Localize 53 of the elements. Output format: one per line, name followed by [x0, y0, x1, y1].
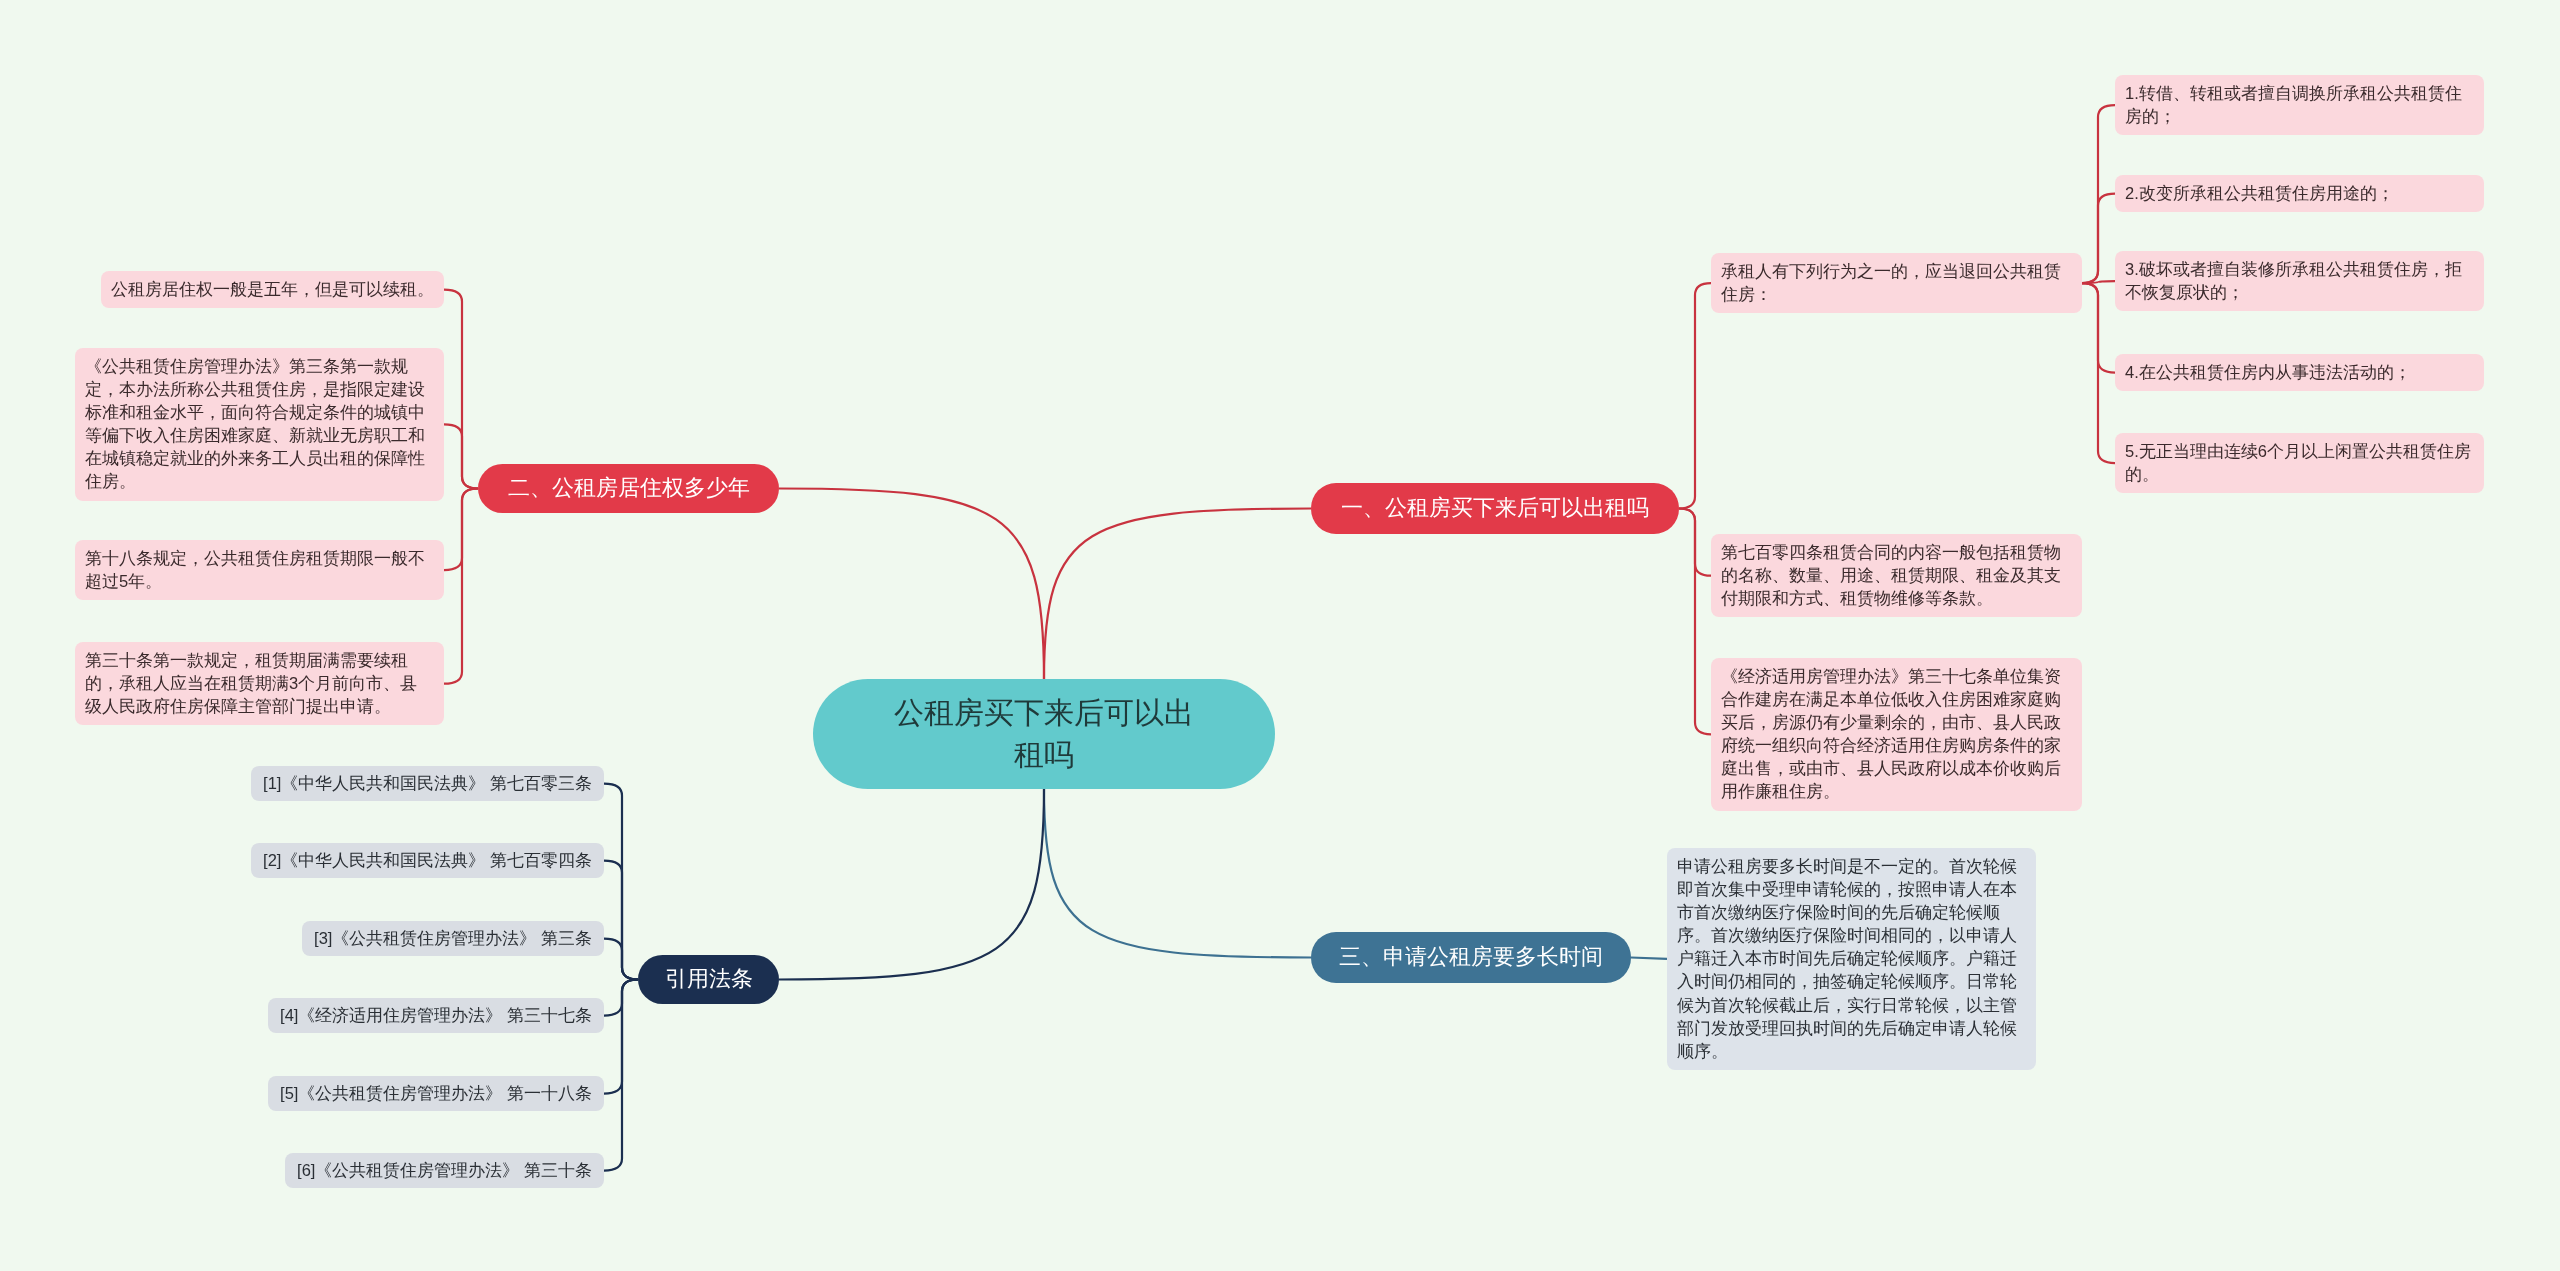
reference-text: [3]《公共租赁住房管理办法》 第三条 — [314, 928, 592, 949]
note-text: 承租人有下列行为之一的，应当退回公共租赁住房： — [1721, 261, 2062, 306]
reference-box — [268, 998, 604, 1034]
note-box — [75, 348, 444, 501]
note-box — [2115, 433, 2484, 494]
reference-box — [268, 1076, 604, 1112]
note-text: 4.在公共租赁住房内从事违法活动的； — [2125, 362, 2411, 383]
note-text: 1.转借、转租或者擅自调换所承租公共租赁住房的； — [2125, 83, 2463, 128]
branch-topic — [478, 464, 779, 513]
note-box — [2115, 251, 2484, 312]
reference-box — [285, 1153, 604, 1189]
branch-label: 一、公租房买下来后可以出租吗 — [1341, 494, 1649, 523]
note-text: 公租房居住权一般是五年，但是可以续租。 — [111, 279, 434, 300]
reference-box — [251, 843, 604, 879]
reference-box — [302, 921, 604, 957]
note-text: 3.破坏或者擅自装修所承租公共租赁住房，拒不恢复原状的； — [2125, 259, 2463, 304]
note-box — [1711, 253, 2082, 314]
branch-topic — [1311, 932, 1631, 983]
note-box — [2115, 354, 2484, 392]
note-box — [1711, 658, 2082, 811]
connector-line — [779, 788, 1046, 981]
connector-line — [1630, 956, 1668, 960]
note-text: 第七百零四条租赁合同的内容一般包括租赁物的名称、数量、用途、租赁期限、租金及其支付期限和方式、租赁物维修等条款。 — [1721, 542, 2062, 610]
reference-text: [6]《公共租赁住房管理办法》 第三十条 — [297, 1160, 592, 1181]
note-box — [2115, 175, 2484, 213]
reference-text: [5]《公共租赁住房管理办法》 第一十八条 — [280, 1083, 592, 1104]
reference-text: [1]《中华人民共和国民法典》 第七百零三条 — [263, 773, 592, 794]
note-text: 《公共租赁住房管理办法》第三条第一款规定，本办法所称公共租赁住房，是指限定建设标准和租金水平，面向符合规定条件的城镇中等偏下收入住房困难家庭、新就业无房职工和在城镇稳定就业的外来务工人员出租的保障性住房。 — [85, 356, 426, 493]
connector-line — [2081, 282, 2116, 465]
note-box — [75, 540, 444, 601]
branch-topic — [638, 955, 779, 1004]
branch-label: 三、申请公租房要多长时间 — [1339, 943, 1603, 972]
note-box — [101, 271, 444, 309]
reference-text: [2]《中华人民共和国民法典》 第七百零四条 — [263, 850, 592, 871]
note-text: 2.改变所承租公共租赁住房用途的； — [2125, 183, 2394, 204]
note-box — [2115, 75, 2484, 136]
note-box — [75, 642, 444, 726]
branch-label: 二、公租房居住权多少年 — [507, 474, 750, 503]
connector-line — [779, 487, 1046, 680]
reference-box — [251, 766, 604, 802]
connector-line — [1678, 507, 1712, 736]
branch-label: 引用法条 — [664, 965, 753, 994]
connector-line — [443, 423, 479, 490]
note-text: 5.无正当理由连续6个月以上闲置公共租赁住房的。 — [2125, 441, 2472, 486]
note-text: 第三十条第一款规定，租赁期届满需要续租的，承租人应当在租赁期满3个月前向市、县级人民政府住房保障主管部门提出申请。 — [85, 650, 419, 718]
connector-line — [603, 937, 639, 981]
reference-text: [4]《经济适用住房管理办法》 第三十七条 — [280, 1005, 592, 1026]
branch-topic — [1311, 483, 1679, 534]
topic-title: 公租房买下来后可以出租吗 — [893, 695, 1195, 773]
note-box — [1711, 534, 2082, 618]
note-text: 第十八条规定，公共租赁住房租赁期限一般不超过5年。 — [85, 548, 426, 593]
note-text: 申请公租房要多长时间是不一定的。首次轮候即首次集中受理申请轮候的，按照申请人在本市首次缴纳医疗保险时间的先后确定轮候顺序。首次缴纳医疗保险时间相同的，以申请人户籍迁入本市时间先后确定轮候顺序。户籍迁入时间仍相同的，抽签确定轮候顺序。日常轮候为首次轮候截止后，实行日常轮候，以主管部门发放受理回执时间的先后确定申请人轮候顺序。 — [1677, 856, 2018, 1062]
note-text: 《经济适用房管理办法》第三十七条单位集资合作建房在满足本单位低收入住房困难家庭购买后，房源仍有少量剩余的，由市、县人民政府统一组织向符合经济适用住房购房条件的家庭出售，或由市、县人民政府以成本价收购后用作廉租住房。 — [1721, 666, 2062, 803]
